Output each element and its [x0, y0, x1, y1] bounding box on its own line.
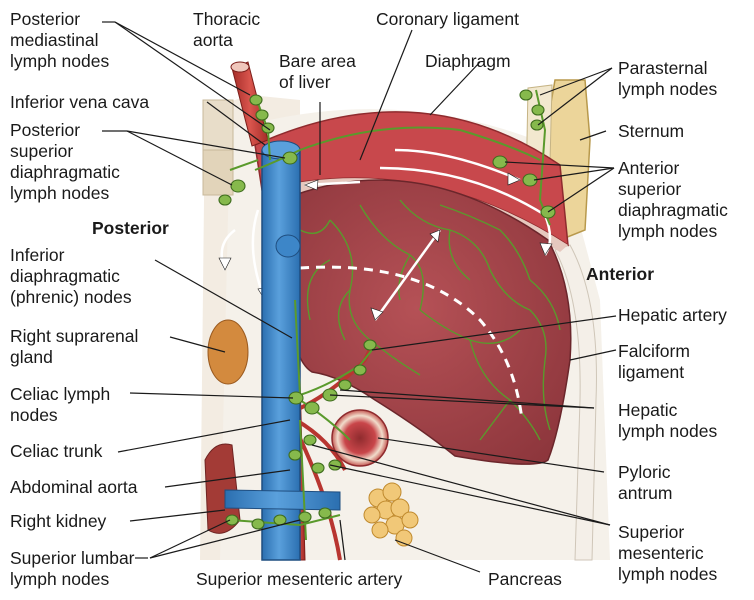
label-anterior: Anterior	[586, 264, 654, 285]
lymph-node	[289, 450, 301, 460]
label-pancreas: Pancreas	[488, 569, 562, 590]
lymph-node	[531, 120, 543, 130]
label-inferior-vena-cava: Inferior vena cava	[10, 92, 149, 113]
right-suprarenal-gland	[208, 320, 248, 384]
label-sternum: Sternum	[618, 121, 684, 142]
label-right-kidney: Right kidney	[10, 511, 106, 532]
lymph-node	[532, 105, 544, 115]
hepatic-vein-stub	[276, 235, 300, 257]
lymph-node	[339, 380, 351, 390]
lymph-node	[252, 519, 264, 529]
lymph-node	[312, 463, 324, 473]
thoracic-aorta-lumen	[231, 62, 249, 72]
lymph-node	[520, 90, 532, 100]
lymph-node	[226, 515, 238, 525]
lymph-node	[299, 512, 311, 522]
lymph-node	[364, 340, 376, 350]
label-coronary-ligament: Coronary ligament	[376, 9, 519, 30]
label-hepatic-artery: Hepatic artery	[618, 305, 727, 326]
lymph-node	[219, 195, 231, 205]
lymph-node	[231, 180, 245, 192]
lymph-node	[305, 402, 319, 414]
lymph-node	[354, 365, 366, 375]
rib-block-1	[203, 100, 233, 150]
lymph-node	[319, 508, 331, 518]
label-superior-mesenteric-artery: Superior mesenteric artery	[196, 569, 402, 590]
lymph-node	[304, 435, 316, 445]
lymph-node	[256, 110, 268, 120]
label-posterior: Posterior	[92, 218, 169, 239]
lymph-node	[493, 156, 507, 168]
label-diaphragm: Diaphragm	[425, 51, 511, 72]
label-celiac-trunk: Celiac trunk	[10, 441, 102, 462]
label-abdominal-aorta: Abdominal aorta	[10, 477, 137, 498]
lymph-node	[283, 152, 297, 164]
lymph-node	[250, 95, 262, 105]
renal-vein	[225, 490, 340, 510]
